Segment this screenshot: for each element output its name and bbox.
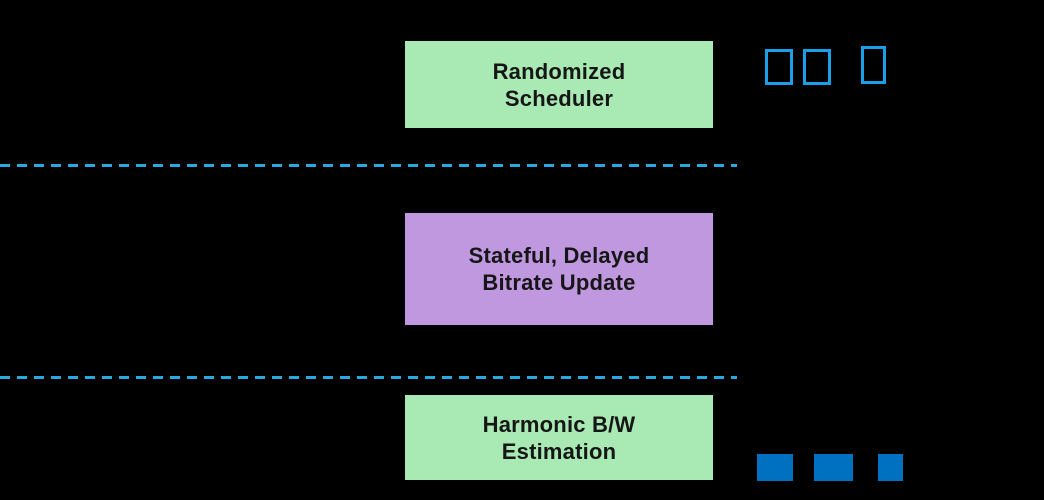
dashed-separator-line xyxy=(0,376,737,379)
bw-estimation-label-line1: Harmonic B/W xyxy=(482,411,636,437)
bitrate-update-label-line2: Bitrate Update xyxy=(482,270,636,295)
randomized-scheduler-label-line1: Randomized xyxy=(492,58,626,84)
stateful-delayed-bitrate-update-box: Stateful, Delayed Bitrate Update xyxy=(405,213,713,325)
placeholder-glyph-box-icon xyxy=(861,46,886,84)
solid-blue-block-icon xyxy=(814,454,853,481)
solid-blue-block-icon xyxy=(757,454,793,481)
bitrate-update-label-line1: Stateful, Delayed xyxy=(468,243,650,268)
harmonic-bw-estimation-box: Harmonic B/W Estimation xyxy=(405,395,713,480)
randomized-scheduler-box: Randomized Scheduler xyxy=(405,41,713,128)
placeholder-glyph-box-icon xyxy=(765,49,793,85)
randomized-scheduler-label-line2: Scheduler xyxy=(504,85,614,111)
bw-estimation-label-line2: Estimation xyxy=(501,438,617,464)
placeholder-glyph-box-icon xyxy=(803,49,831,85)
solid-blue-block-icon xyxy=(878,454,903,481)
dashed-separator-line xyxy=(0,164,737,167)
